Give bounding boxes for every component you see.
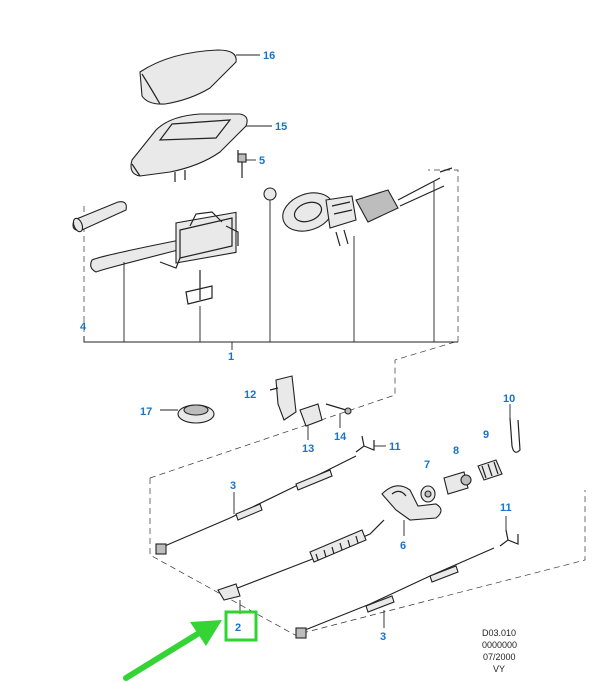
callout-12: 12 bbox=[244, 389, 256, 401]
cable-equalizer bbox=[263, 167, 453, 247]
callout-15: 15 bbox=[275, 121, 287, 133]
part-4-handle-grip bbox=[72, 201, 127, 233]
part-1-leaders bbox=[83, 182, 458, 350]
ref-code: D03.010 bbox=[482, 628, 516, 638]
callout-16: 16 bbox=[263, 50, 275, 62]
callout-2: 2 bbox=[235, 622, 241, 634]
part-2-main-cable bbox=[217, 519, 385, 614]
callout-1: 1 bbox=[228, 351, 234, 363]
handbrake-lever bbox=[90, 211, 239, 305]
callout-9: 9 bbox=[483, 429, 489, 441]
part-10-spring bbox=[509, 404, 521, 453]
callout-7: 7 bbox=[424, 459, 430, 471]
part-14-pin bbox=[325, 403, 352, 428]
callout-17: 17 bbox=[140, 406, 152, 418]
part-8-adjuster bbox=[443, 471, 472, 495]
callout-3-lower: 3 bbox=[380, 631, 386, 643]
ref-model: VY bbox=[493, 664, 505, 674]
part-11-clip-upper bbox=[355, 435, 386, 453]
part-16-grip-cover bbox=[139, 49, 260, 105]
part-7-bush bbox=[420, 485, 436, 503]
callout-14: 14 bbox=[334, 431, 347, 443]
callout-11-lower: 11 bbox=[500, 502, 512, 514]
part-12-clevis bbox=[269, 375, 297, 421]
part-3-cable-upper bbox=[155, 455, 357, 555]
part-17-grommet bbox=[160, 404, 215, 424]
callout-11-upper: 11 bbox=[389, 441, 401, 453]
part-9-boot bbox=[477, 459, 503, 481]
callout-10: 10 bbox=[503, 393, 515, 405]
highlight-box bbox=[224, 610, 258, 642]
callout-5: 5 bbox=[259, 155, 265, 167]
part-3-cable-lower bbox=[295, 547, 495, 639]
part-15-bezel bbox=[130, 113, 272, 182]
part-6-yoke bbox=[381, 485, 442, 536]
callout-6: 6 bbox=[400, 540, 406, 552]
callout-4: 4 bbox=[80, 321, 87, 333]
part-13-clip bbox=[299, 403, 323, 440]
part-11-clip-lower bbox=[499, 516, 519, 547]
ref-date: 07/2000 bbox=[483, 652, 516, 662]
callout-8: 8 bbox=[453, 445, 459, 457]
callout-13: 13 bbox=[302, 443, 314, 455]
part-5-screw bbox=[237, 153, 256, 178]
green-arrow-icon bbox=[123, 620, 222, 681]
callout-3-upper: 3 bbox=[230, 480, 236, 492]
ref-number: 0000000 bbox=[482, 640, 517, 650]
